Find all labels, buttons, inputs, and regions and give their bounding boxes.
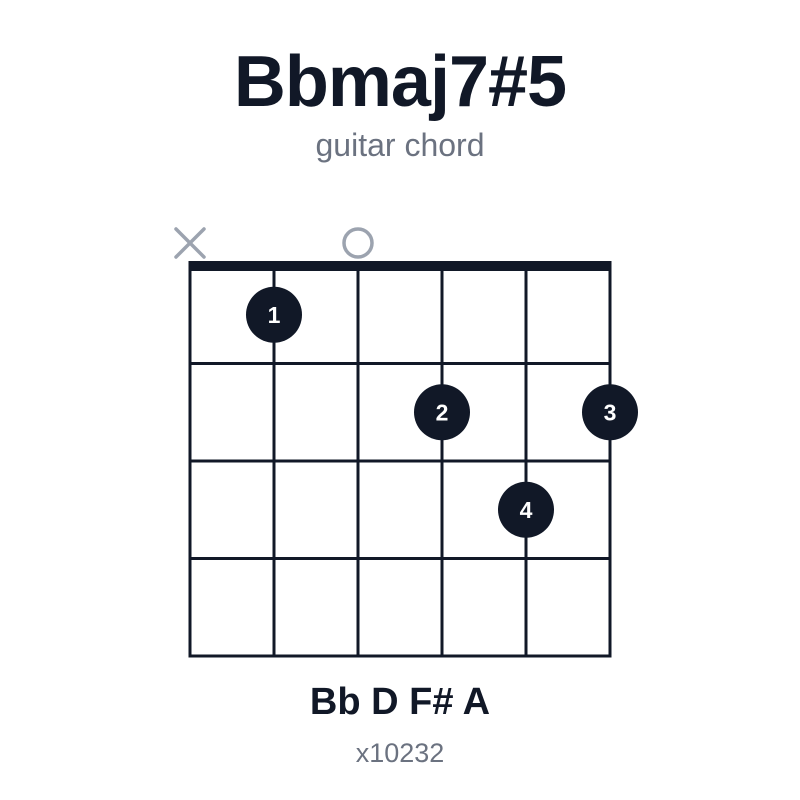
finger-number: 2 xyxy=(436,399,449,425)
nut xyxy=(188,261,612,271)
finger-dot-circle xyxy=(246,286,302,343)
finger-number: 4 xyxy=(520,497,533,523)
fretboard-grid xyxy=(188,261,612,658)
chord-fingering: x10232 xyxy=(355,738,445,768)
chord-subtitle: guitar chord xyxy=(315,127,485,163)
finger-dots: 1 2 3 4 xyxy=(246,286,638,538)
open-string-icon xyxy=(342,227,374,259)
muted-stroke xyxy=(174,227,206,259)
finger-number: 1 xyxy=(268,302,281,328)
finger-dot: 2 xyxy=(414,384,470,441)
chord-notes: Bb D F# A xyxy=(309,681,491,723)
chord-name: Bbmaj7#5 xyxy=(233,42,567,122)
finger-dot: 1 xyxy=(246,286,302,343)
finger-dot: 4 xyxy=(498,481,554,538)
string-markers xyxy=(174,227,374,259)
finger-number: 3 xyxy=(604,399,617,425)
finger-dot: 3 xyxy=(582,384,638,441)
finger-dot-circle xyxy=(498,481,554,538)
finger-dot-circle xyxy=(414,384,470,441)
muted-string-icon xyxy=(174,227,206,259)
finger-dot-circle xyxy=(582,384,638,441)
